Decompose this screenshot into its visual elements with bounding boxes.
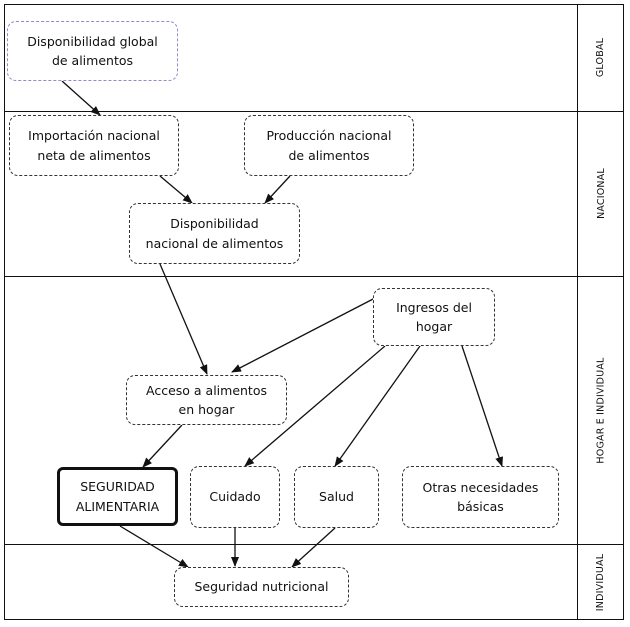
arrow-ingresos-to-cuidado <box>244 345 386 467</box>
node-cuidado: Cuidado <box>190 466 280 528</box>
node-seguridad-nutricional: Seguridad nutricional <box>174 567 349 607</box>
arrow-salud-to-nutricional <box>291 527 336 568</box>
arrow-global-to-importacion <box>61 80 101 116</box>
divider-hogar-individual <box>4 544 624 545</box>
arrow-ingresos-to-salud <box>334 345 421 467</box>
divider-nacional-hogar <box>4 276 624 277</box>
divider-global-nacional <box>4 111 624 112</box>
arrow-ingresos-to-otras <box>461 345 503 467</box>
arrow-seguridad-alimentaria-to-nutricional <box>119 525 189 568</box>
arrow-importacion-to-disp-nacional <box>159 175 193 204</box>
label-column-divider <box>577 4 578 620</box>
arrow-produccion-to-disp-nacional <box>264 175 291 204</box>
arrow-acceso-to-seguridad-alimentaria <box>142 424 183 468</box>
arrow-ingresos-to-acceso <box>231 297 376 373</box>
diagram-frame <box>4 4 624 620</box>
node-salud: Salud <box>294 466 379 528</box>
arrow-disp-nacional-to-acceso <box>159 263 208 375</box>
